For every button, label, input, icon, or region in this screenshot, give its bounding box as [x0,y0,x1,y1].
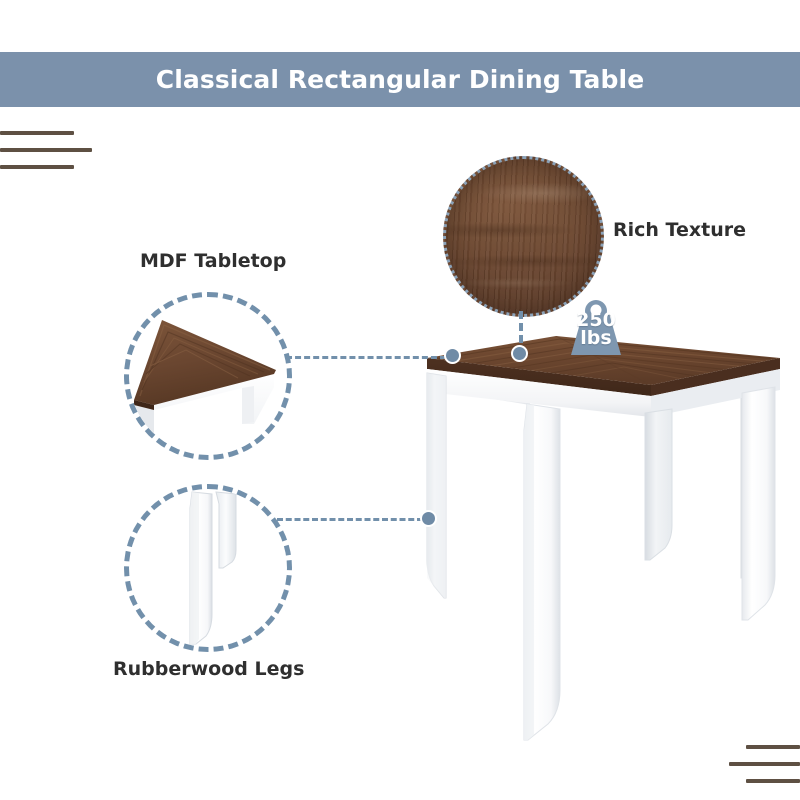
connector-dot-tabletop [444,347,461,364]
weight-capacity-badge: 250 lbs [563,297,629,359]
weight-value: 250 [576,309,616,331]
callout-label-rubberwood-legs: Rubberwood Legs [113,658,305,680]
bubble-mdf-content [129,297,287,455]
decor-rule-line [729,762,800,766]
bubble-legs-content [129,489,287,647]
weight-unit: lbs [580,327,612,349]
weight-capacity-text: 250 lbs [563,309,629,349]
connector-line-mdf [286,356,446,359]
table-leg-front-center [523,403,561,741]
decor-rule-line [746,779,800,783]
table-leg-front-right [741,386,776,621]
callout-label-rich-texture: Rich Texture [613,219,746,241]
decor-rule-line [0,148,92,152]
header-band: Classical Rectangular Dining Table [0,52,800,107]
decor-rule-line [0,131,74,135]
connector-line-legs [277,518,423,521]
connector-line-texture [519,311,523,355]
wood-grain-overlay [446,159,601,314]
decor-rule-line [0,165,74,169]
table-leg-rear-left [426,372,447,599]
connector-dot-leg [420,510,437,527]
rubberwood-legs-art [189,491,237,645]
callout-label-mdf-tabletop: MDF Tabletop [140,250,287,272]
table-corner-detail-art [134,320,276,455]
bubble-mdf-tabletop [124,292,292,460]
table-leg-right [644,408,673,561]
page-title: Classical Rectangular Dining Table [155,65,645,94]
bubble-rich-texture [443,156,604,317]
decor-rule-line [746,745,800,749]
bubble-rubberwood-legs [124,484,292,652]
weight-icon [571,300,621,355]
connector-dot-texture [511,345,528,362]
